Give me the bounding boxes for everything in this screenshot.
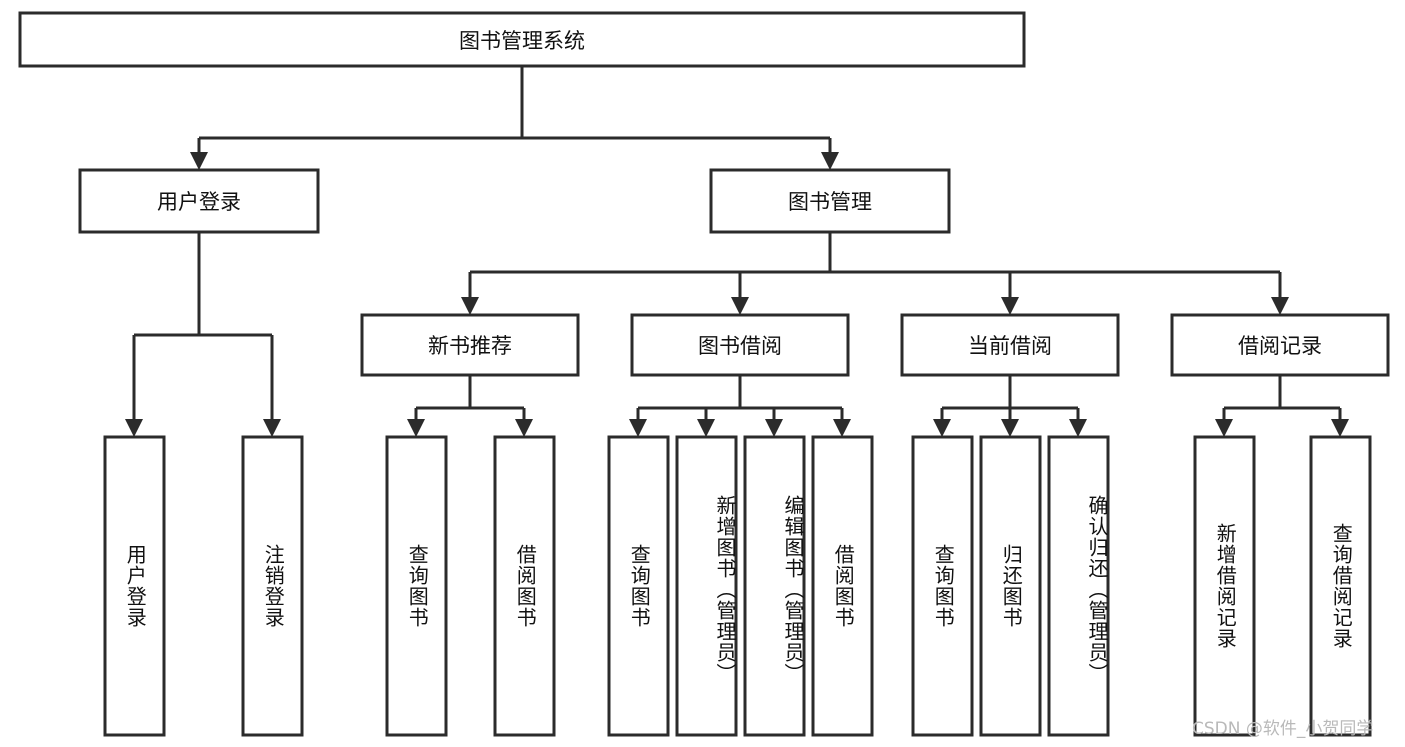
leaf-query-book-borrow-box[interactable]	[607, 435, 670, 737]
connector-currentborrow-to-leaves	[933, 375, 1087, 437]
node-book-management-box[interactable]	[709, 168, 951, 234]
leaf-logout-box[interactable]	[241, 435, 304, 737]
connector-bookmgmt-to-level3	[461, 232, 1289, 315]
leaf-add-borrow-record-box[interactable]	[1193, 435, 1256, 737]
leaf-return-book-box[interactable]	[979, 435, 1042, 737]
leaf-confirm-return-box[interactable]	[1047, 435, 1110, 737]
connector-newbook-to-leaves	[407, 375, 533, 437]
node-book-borrow-box[interactable]	[630, 313, 850, 377]
connector-userlogin-to-leaves	[125, 232, 281, 437]
leaf-query-borrow-record-box[interactable]	[1309, 435, 1372, 737]
leaf-add-book-box[interactable]	[675, 435, 738, 737]
leaf-user-login-box[interactable]	[103, 435, 166, 737]
connector-bookborrow-to-leaves	[629, 375, 851, 437]
node-new-book-recommend-box[interactable]	[360, 313, 580, 377]
leaf-borrow-book-box[interactable]	[811, 435, 874, 737]
connector-root-to-level2	[190, 66, 839, 170]
leaf-query-book-current-box[interactable]	[911, 435, 974, 737]
leaf-edit-book-box[interactable]	[743, 435, 806, 737]
node-user-login-box[interactable]	[78, 168, 320, 234]
node-current-borrow-box[interactable]	[900, 313, 1120, 377]
node-borrow-record-box[interactable]	[1170, 313, 1390, 377]
connector-borrowrecord-to-leaves	[1215, 375, 1349, 437]
leaf-borrow-book-newbook-box[interactable]	[493, 435, 556, 737]
node-root-box[interactable]	[18, 11, 1026, 68]
leaf-query-book-newbook-box[interactable]	[385, 435, 448, 737]
csdn-watermark: CSDN @软件_小贺同学	[1192, 719, 1374, 739]
